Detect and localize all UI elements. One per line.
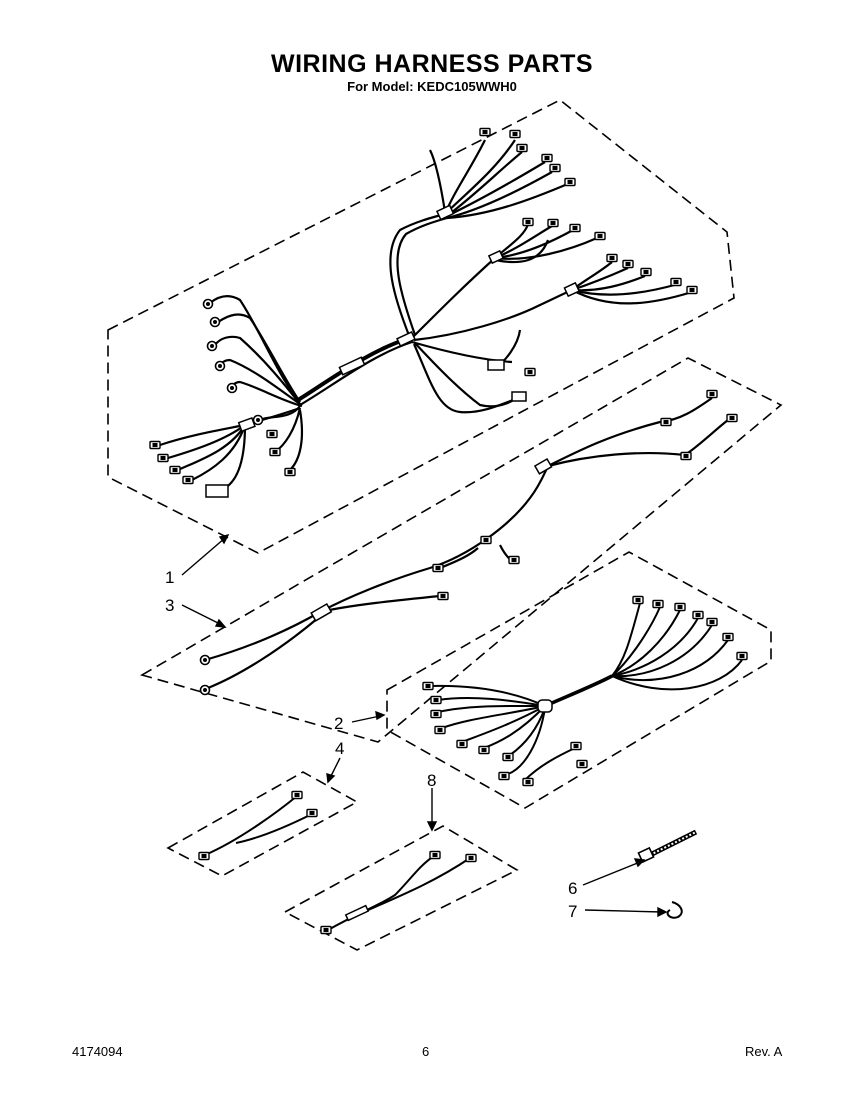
page-title: WIRING HARNESS PARTS bbox=[270, 50, 594, 78]
harness-part-4-outline bbox=[166, 771, 359, 877]
callout-4: 4 bbox=[335, 739, 344, 758]
callout-leaders bbox=[181, 533, 668, 918]
callout-8: 8 bbox=[427, 771, 436, 790]
callout-6: 6 bbox=[568, 879, 577, 898]
clip-part-7 bbox=[666, 901, 683, 919]
callout-3: 3 bbox=[165, 596, 174, 615]
footer-revision: Rev. A bbox=[745, 1044, 783, 1059]
harness-part-4 bbox=[166, 771, 359, 877]
harness-part-8-outline bbox=[283, 825, 519, 951]
harness-part-2 bbox=[386, 551, 772, 809]
model-subtitle: For Model: KEDC105WWH0 bbox=[347, 79, 517, 94]
harness-part-3 bbox=[139, 357, 783, 743]
harness-part-3-outline bbox=[139, 357, 783, 743]
callout-7: 7 bbox=[568, 902, 577, 921]
main-harness-outline bbox=[107, 99, 735, 554]
tie-strap-part-6 bbox=[637, 829, 698, 864]
harness-part-8 bbox=[283, 825, 519, 951]
callout-1: 1 bbox=[165, 568, 174, 587]
harness-part-2-outline bbox=[386, 551, 772, 809]
main-harness-part-1 bbox=[107, 99, 735, 554]
footer-page-number: 6 bbox=[422, 1044, 430, 1059]
callout-2: 2 bbox=[334, 714, 343, 733]
footer-part-number: 4174094 bbox=[72, 1044, 123, 1059]
